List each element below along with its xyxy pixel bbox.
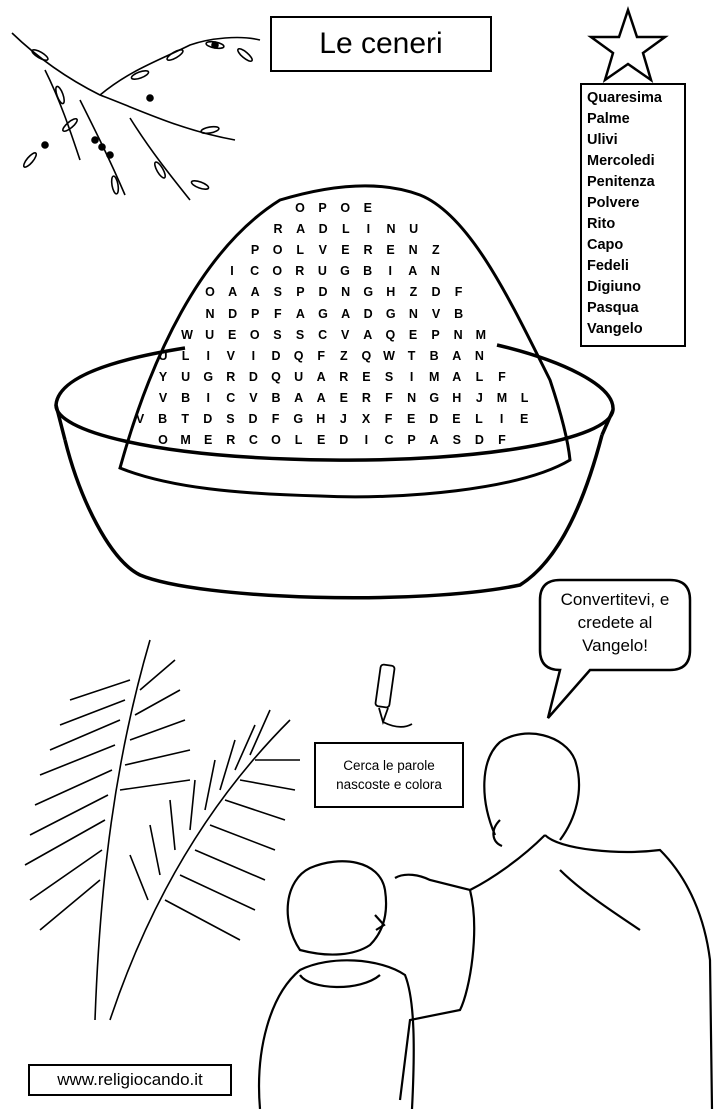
priest-figure [394,732,714,1109]
speech-bubble-text: Convertitevi, e credete al Vangelo! [540,588,690,657]
word-list-item: Vangelo [587,321,643,337]
star-icon [587,6,669,84]
crayon-icon [374,663,413,728]
word-list-item: Ulivi [587,132,618,148]
instruction-line: Cerca le parole [343,758,435,773]
word-list-item: Penitenza [587,174,655,190]
word-list-item: Pasqua [587,300,639,316]
speech-line: Vangelo! [582,636,648,655]
olive-branch-icon [11,32,261,201]
speech-bubble [538,578,692,719]
ash-mound [118,184,572,499]
bowl-icon [54,343,615,600]
instruction-box: Cerca le parole nascoste e colora [314,742,464,808]
word-list-item: Digiuno [587,279,641,295]
instruction-line: nascoste e colora [336,777,442,792]
word-list-item: Polvere [587,195,640,211]
speech-line: Convertitevi, e [560,590,670,609]
website-label: www.religiocando.it [28,1064,232,1096]
page-title: Le ceneri [270,16,492,72]
word-list-item: Quaresima [587,90,662,106]
palm-leaves-icon [24,639,300,1021]
word-list-item: Rito [587,216,616,232]
word-list-item: Mercoledi [587,153,655,169]
word-list: Quaresima Palme Ulivi Mercoledi Penitenz… [580,83,686,347]
speech-line: credete al [577,613,653,632]
word-list-item: Capo [587,237,624,253]
child-figure [257,860,415,1109]
word-list-item: Palme [587,111,630,127]
word-list-item: Fedeli [587,258,629,274]
